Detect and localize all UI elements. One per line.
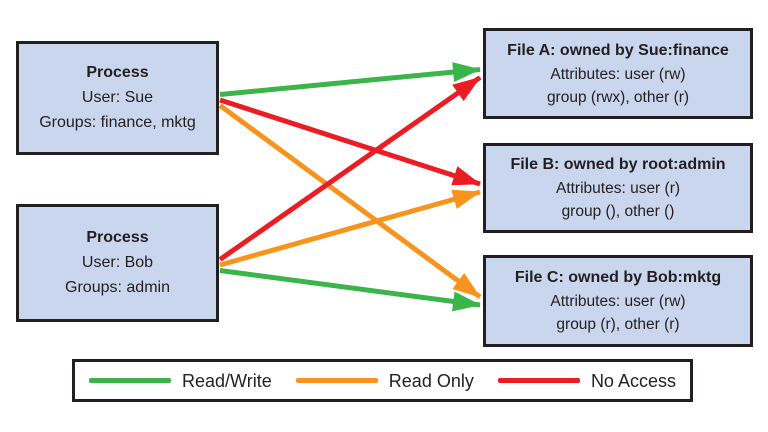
process-box-sue: Process User: Sue Groups: finance, mktg	[16, 41, 219, 155]
file-box-b: File B: owned by root:admin Attributes: …	[483, 143, 753, 233]
file-title: File A: owned by Sue:finance	[507, 41, 729, 59]
file-permissions: group (r), other (r)	[556, 316, 680, 333]
process-user: User: Sue	[81, 89, 154, 106]
legend-item-no-access: No Access	[497, 370, 676, 391]
file-attributes: Attributes: user (r)	[555, 180, 681, 197]
legend-item-read-only: Read Only	[295, 370, 474, 391]
process-box-bob: Process User: Bob Groups: admin	[16, 204, 219, 322]
file-box-c: File C: owned by Bob:mktg Attributes: us…	[483, 255, 753, 347]
arrow-process-sue-to-file-a	[219, 62, 481, 97]
process-groups: Groups: admin	[65, 279, 170, 296]
no-access-swatch	[497, 378, 580, 383]
legend-item-read-write: Read/Write	[89, 372, 272, 390]
legend-label-no-access: No Access	[590, 370, 676, 391]
process-title: Process	[86, 64, 149, 81]
file-attributes: Attributes: user (rw)	[550, 293, 686, 310]
file-title: File B: owned by root:admin	[510, 156, 726, 173]
legend: Read/Write Read Only No Access	[72, 359, 693, 402]
arrow-process-bob-to-file-a	[218, 75, 482, 262]
file-permissions: group (), other ()	[561, 203, 675, 220]
process-user: User: Bob	[81, 254, 154, 271]
legend-label-read-only: Read Only	[388, 370, 474, 391]
process-title: Process	[86, 229, 149, 246]
file-title: File C: owned by Bob:mktg	[514, 269, 722, 286]
arrow-process-bob-to-file-b	[219, 189, 481, 268]
file-box-a: File A: owned by Sue:finance Attributes:…	[483, 28, 753, 119]
arrow-process-bob-to-file-c	[219, 268, 481, 312]
file-permissions: group (rwx), other (r)	[546, 88, 690, 106]
read-only-swatch	[295, 378, 378, 383]
legend-label-read-write: Read/Write	[182, 370, 272, 391]
process-groups: Groups: finance, mktg	[39, 114, 196, 131]
arrow-process-sue-to-file-c	[218, 103, 482, 300]
file-attributes: Attributes: user (rw)	[550, 65, 686, 83]
arrow-process-sue-to-file-b	[219, 97, 481, 187]
read-write-swatch	[89, 378, 171, 383]
